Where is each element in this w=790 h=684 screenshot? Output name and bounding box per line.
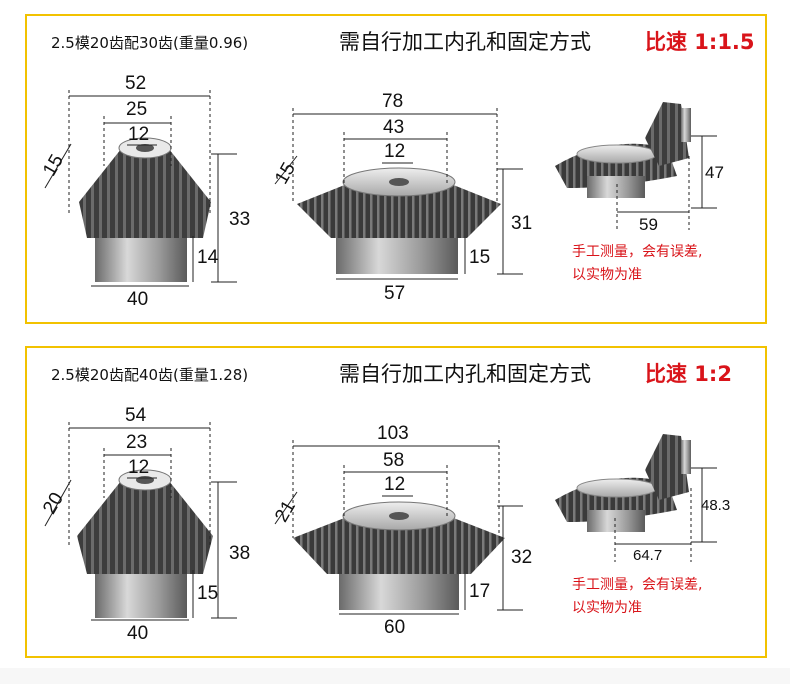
machining-hint: 需自行加工内孔和固定方式 [339, 362, 591, 386]
measurement-note: 手工测量，会有误差, [572, 244, 703, 260]
dim-hub-height: 17 [469, 581, 491, 602]
dim-bore: 12 [384, 474, 406, 495]
large-bevel-gear [297, 167, 501, 274]
meshed-gear-pair [555, 102, 691, 198]
gear-drawings [44, 90, 717, 287]
dim-mesh-height: 47 [705, 163, 724, 182]
product-panel-2: 2.5模20齿配40齿(重量1.28) 需自行加工内孔和固定方式 比速 1:2 [25, 346, 767, 658]
dim-hub-height: 14 [197, 247, 219, 268]
gear-teeth [79, 144, 211, 238]
dim-mesh-width: 59 [639, 215, 658, 234]
dim-height: 32 [511, 547, 533, 568]
dim-hub-diameter: 40 [127, 623, 149, 644]
small-bevel-gear [77, 469, 213, 618]
gear-teeth [297, 176, 501, 238]
dim-mesh-height: 48.3 [701, 497, 731, 514]
dim-outer-diameter: 78 [382, 91, 404, 112]
mesh-dims [614, 467, 717, 562]
spec-label: 2.5模20齿配30齿(重量0.96) [51, 34, 249, 52]
dim-mid-diameter: 43 [383, 117, 405, 138]
dim-hub-diameter: 40 [127, 289, 149, 310]
small-bevel-gear [79, 137, 211, 282]
dim-bore: 12 [384, 141, 406, 162]
measurement-note-2: 以实物为准 [572, 267, 642, 283]
machining-hint: 需自行加工内孔和固定方式 [339, 30, 591, 54]
gear-bore [389, 178, 409, 186]
gear-bore [389, 512, 409, 520]
dim-hub-height: 15 [469, 247, 491, 268]
large-bevel-gear [293, 501, 505, 610]
dim-outer-diameter: 52 [125, 73, 147, 94]
product-panel-1: 2.5模20齿配30齿(重量0.96) 需自行加工内孔和固定方式 比速 1:1.… [25, 14, 767, 324]
panel-header: 2.5模20齿配40齿(重量1.28) 需自行加工内孔和固定方式 比速 1:2 [27, 348, 765, 396]
meshed-gear-pair [555, 434, 691, 532]
gear-teeth [77, 476, 213, 574]
large-gear-dims [274, 440, 523, 615]
large-gear-dims [274, 108, 523, 280]
dim-height: 33 [229, 209, 251, 230]
measurement-note-2: 以实物为准 [572, 600, 642, 616]
page-footer-strip [0, 668, 790, 684]
dim-height: 38 [229, 543, 251, 564]
gear-drawings [44, 422, 717, 621]
dim-hub-height: 15 [197, 583, 219, 604]
dim-hub-diameter: 57 [384, 283, 406, 304]
dim-hub-diameter: 60 [384, 617, 406, 638]
dim-outer-diameter: 54 [125, 405, 147, 426]
dim-bore: 12 [128, 457, 150, 478]
speed-ratio: 比速 1:1.5 [645, 30, 755, 54]
dim-mid-diameter: 25 [126, 99, 148, 120]
dim-outer-diameter: 103 [377, 423, 409, 444]
small-gear-dims [44, 90, 237, 287]
measurement-note: 手工测量，会有误差, [572, 577, 703, 593]
gear-bore [136, 144, 154, 152]
spec-label: 2.5模20齿配40齿(重量1.28) [51, 366, 249, 384]
dim-height: 31 [511, 213, 533, 234]
gear-teeth [293, 510, 505, 574]
dim-mid-diameter: 58 [383, 450, 405, 471]
dim-bore: 12 [128, 124, 150, 145]
mesh-dims [616, 135, 717, 230]
speed-ratio: 比速 1:2 [645, 362, 732, 386]
dim-mid-diameter: 23 [126, 432, 148, 453]
panel-header: 2.5模20齿配30齿(重量0.96) 需自行加工内孔和固定方式 比速 1:1.… [27, 16, 765, 64]
small-gear-dims [44, 422, 237, 621]
dim-mesh-width: 64.7 [633, 547, 663, 564]
